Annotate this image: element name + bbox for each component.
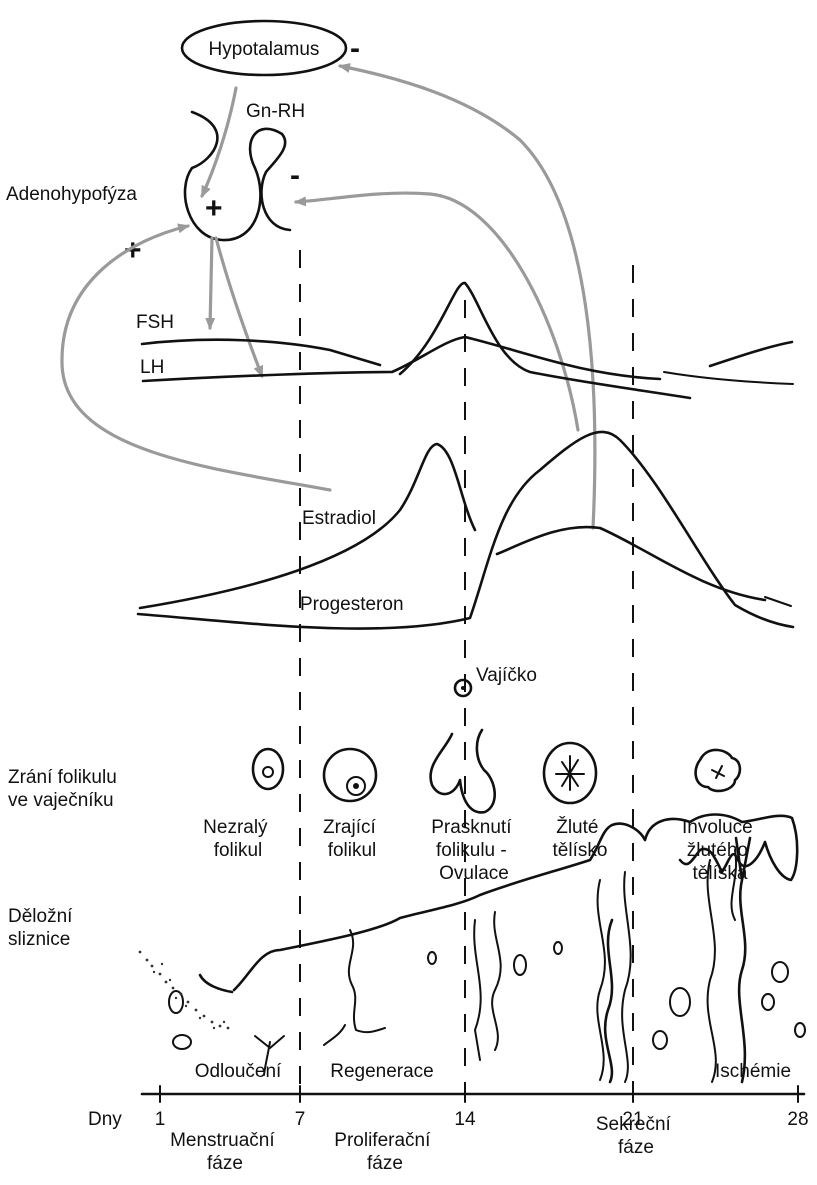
day-tick-1: 1 bbox=[155, 1109, 166, 1130]
lh-label: LH bbox=[140, 357, 164, 378]
corpus-luteum-drawing bbox=[544, 743, 596, 803]
fsh-release-arrow bbox=[210, 238, 212, 328]
endometrium-heading-line-2: sliznice bbox=[8, 929, 70, 950]
follicle-heading-line-2: ve vaječníku bbox=[8, 790, 114, 811]
proliferative-phase-label: Proliferační fáze bbox=[334, 1130, 435, 1174]
follicle-heading-line-1: Zrání folikulu bbox=[8, 767, 117, 788]
spiral-artery-day21 bbox=[605, 920, 612, 1082]
corpus-luteum-involution-detail bbox=[712, 766, 724, 778]
day-tick-28: 28 bbox=[787, 1109, 808, 1130]
regeneration-label: Regenerace bbox=[330, 1061, 434, 1082]
immature-follicle-label: Nezralý folikul bbox=[203, 817, 273, 861]
estradiol-curve bbox=[140, 444, 765, 608]
progesterone-curve bbox=[138, 432, 793, 629]
lh-tail-curve bbox=[664, 372, 793, 384]
fsh-label: FSH bbox=[136, 312, 174, 333]
ischemia-label: Ischémie bbox=[715, 1061, 791, 1082]
progesterone-label: Progesteron bbox=[300, 594, 404, 615]
progesterone-to-pituitary-arrow bbox=[296, 193, 578, 430]
day-tick-7: 7 bbox=[295, 1109, 306, 1130]
corpus-luteum-involution-drawing bbox=[696, 750, 740, 791]
adenohypophysis-outline bbox=[185, 112, 290, 240]
maturing-follicle-label: Zrající folikul bbox=[323, 817, 381, 861]
follicle-stage-labels: Nezralý folikul Zrající folikul Prasknut… bbox=[203, 816, 758, 884]
corpus-luteum-label: Žluté tělísko bbox=[553, 816, 608, 861]
pituitary-inhibition-sign: - bbox=[290, 159, 300, 192]
egg-label: Vajíčko bbox=[476, 665, 537, 686]
phase-labels: Menstruační fáze Proliferační fáze Sekre… bbox=[170, 1114, 676, 1174]
progesterone-to-hypothalamus-arrow bbox=[340, 66, 595, 528]
maturing-follicle-drawing bbox=[324, 749, 376, 801]
estradiol-label: Estradiol bbox=[302, 508, 376, 529]
endometrium-stage-labels: Odloučení Regenerace Ischémie bbox=[195, 1061, 791, 1082]
adenohypophysis-label: Adenohypofýza bbox=[6, 184, 137, 205]
estradiol-positive-feedback-arrow bbox=[62, 226, 330, 490]
feedback-arrows bbox=[62, 66, 595, 528]
endometrium-heading-line-1: Děložní bbox=[8, 906, 73, 927]
hypothalamus-label: Hypotalamus bbox=[209, 39, 320, 60]
endometrial-cells bbox=[169, 942, 805, 1049]
menstrual-phase-label: Menstruační fáze bbox=[170, 1130, 280, 1174]
fsh-curve bbox=[142, 283, 690, 398]
shedding-label: Odloučení bbox=[195, 1061, 282, 1082]
day-axis-label: Dny bbox=[88, 1109, 122, 1130]
day-tick-14: 14 bbox=[454, 1109, 476, 1130]
lh-release-arrow bbox=[216, 238, 262, 376]
gnrh-arrow bbox=[202, 88, 236, 196]
secretory-phase-label: Sekreční fáze bbox=[596, 1114, 676, 1158]
shed-tissue-stipple bbox=[139, 951, 230, 1030]
ovulation-label: Prasknutí folikulu - Ovulace bbox=[431, 817, 517, 884]
hypothalamus-inhibition-sign: - bbox=[350, 32, 360, 65]
gnrh-label: Gn-RH bbox=[246, 101, 305, 122]
progesterone-tail-curve bbox=[765, 597, 791, 606]
ruptured-follicle-drawing bbox=[431, 730, 495, 812]
pituitary-stimulation-sign: + bbox=[205, 192, 223, 225]
lh-curve bbox=[143, 337, 792, 381]
immature-follicle-drawing bbox=[253, 749, 283, 789]
egg-nucleus bbox=[461, 686, 465, 690]
